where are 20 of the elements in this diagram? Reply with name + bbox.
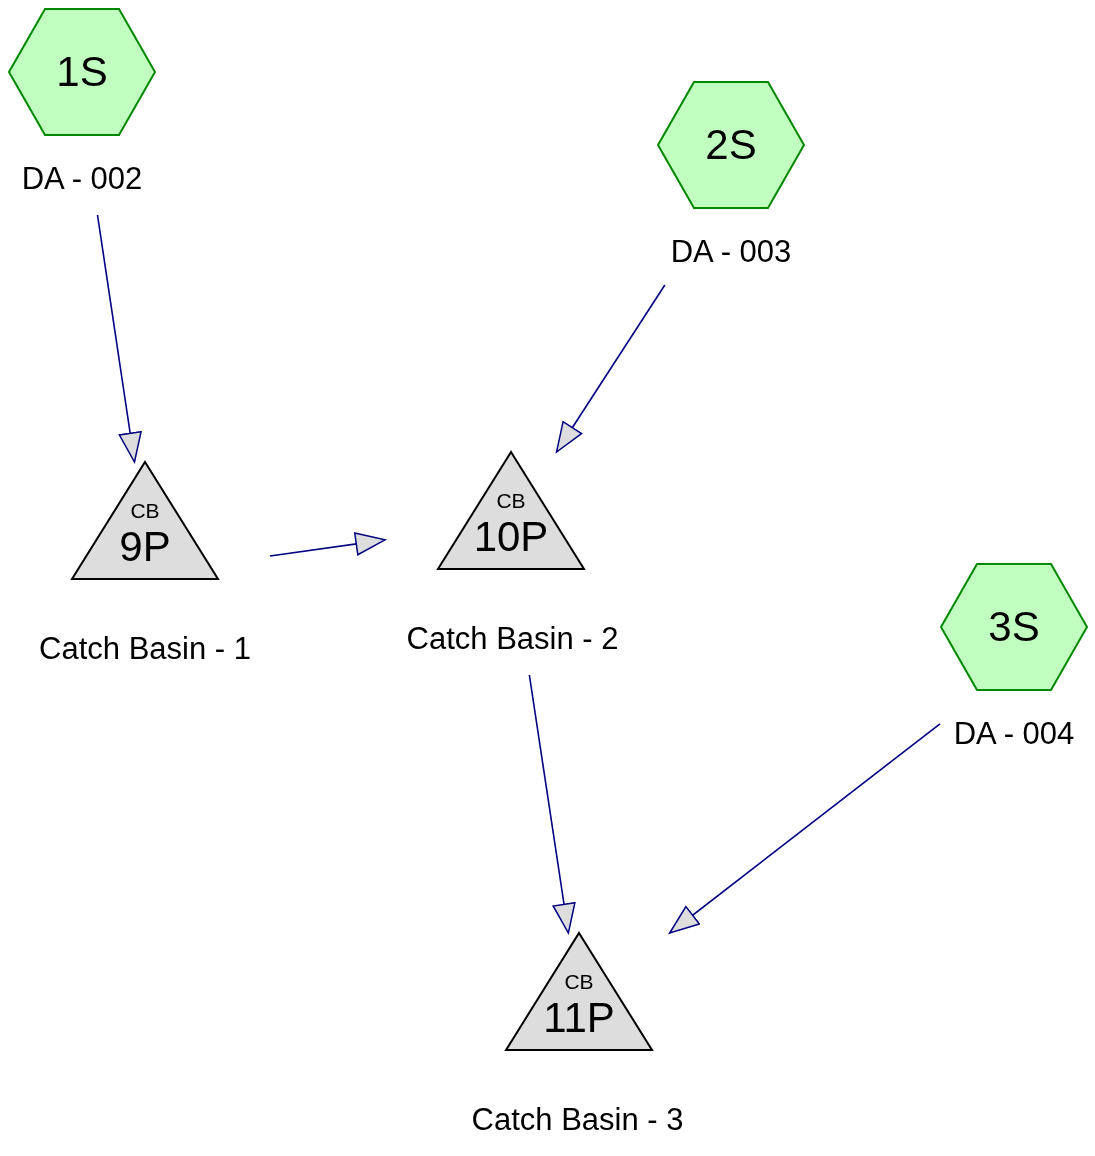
node-caption: Catch Basin - 3 (470, 1104, 685, 1135)
node-caption: DA - 002 (20, 163, 144, 194)
node-id: 9P (118, 526, 172, 568)
node-id: 10P (472, 516, 550, 558)
arrow (269, 532, 386, 557)
node-caption: DA - 004 (952, 718, 1076, 749)
node-caption: Catch Basin - 2 (405, 623, 620, 654)
node-id: 2S (704, 124, 758, 166)
node-type: CB (495, 489, 527, 511)
node-id: 3S (987, 606, 1041, 648)
arrow (555, 284, 666, 453)
arrow (668, 723, 941, 934)
node-caption: Catch Basin - 1 (38, 633, 252, 664)
node-id: 1S (55, 51, 109, 93)
node-type: CB (563, 970, 595, 992)
arrow (528, 674, 576, 934)
node-type: CB (129, 499, 161, 521)
arrow (96, 214, 142, 463)
node-id: 11P (542, 997, 616, 1039)
node-caption: DA - 003 (669, 236, 793, 267)
